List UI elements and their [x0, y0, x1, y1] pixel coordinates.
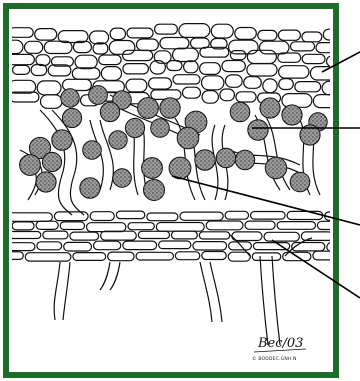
algal-cell — [151, 119, 170, 138]
algal-cell — [177, 127, 199, 149]
algal-cell — [290, 172, 310, 192]
algal-cell — [235, 150, 254, 169]
algal-cell — [125, 118, 144, 137]
algal-cell — [265, 157, 286, 178]
algal-cell — [230, 102, 250, 122]
algal-cell — [36, 172, 56, 192]
algal-cell — [61, 89, 79, 107]
algal-cell — [100, 102, 119, 121]
algal-cell — [52, 130, 72, 150]
algal-cell — [113, 169, 132, 188]
algal-cell — [138, 98, 159, 119]
algal-cell — [62, 108, 81, 127]
algal-cell — [160, 98, 180, 118]
algal-cell — [216, 148, 235, 167]
signature-text: Bec/03 — [257, 336, 303, 351]
algal-cell — [248, 120, 268, 140]
algal-cell — [142, 158, 163, 179]
algal-cell — [83, 141, 102, 160]
algal-cell — [144, 180, 165, 201]
copyright-text: © BODDEC.GNH.N — [252, 355, 297, 362]
algal-cell — [109, 131, 127, 149]
algal-cell — [20, 155, 41, 176]
algal-cell — [282, 105, 302, 125]
algal-cell — [195, 150, 215, 170]
algal-cell — [89, 86, 108, 105]
algal-cell — [80, 178, 100, 198]
algal-cell — [42, 152, 61, 171]
algal-cell — [260, 98, 280, 118]
